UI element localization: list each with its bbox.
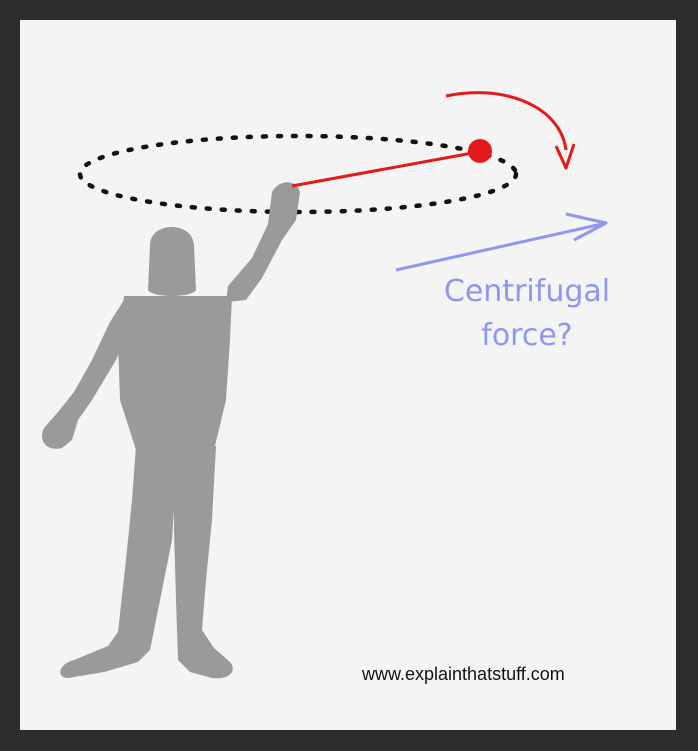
string-line [291,150,479,188]
curved-arrow-head-icon [554,143,576,170]
straight-arrow-icon [395,222,603,272]
curved-arrow-icon [445,91,568,151]
ball-icon [468,139,492,163]
straight-arrow-head-icon [565,212,608,242]
orbit-path [77,133,519,215]
person-silhouette-icon [42,182,300,679]
force-label-line-2: force? [481,318,573,353]
website-credit: www.explainthatstuff.com [362,664,565,684]
force-label-line-1: Centrifugal [443,274,611,309]
